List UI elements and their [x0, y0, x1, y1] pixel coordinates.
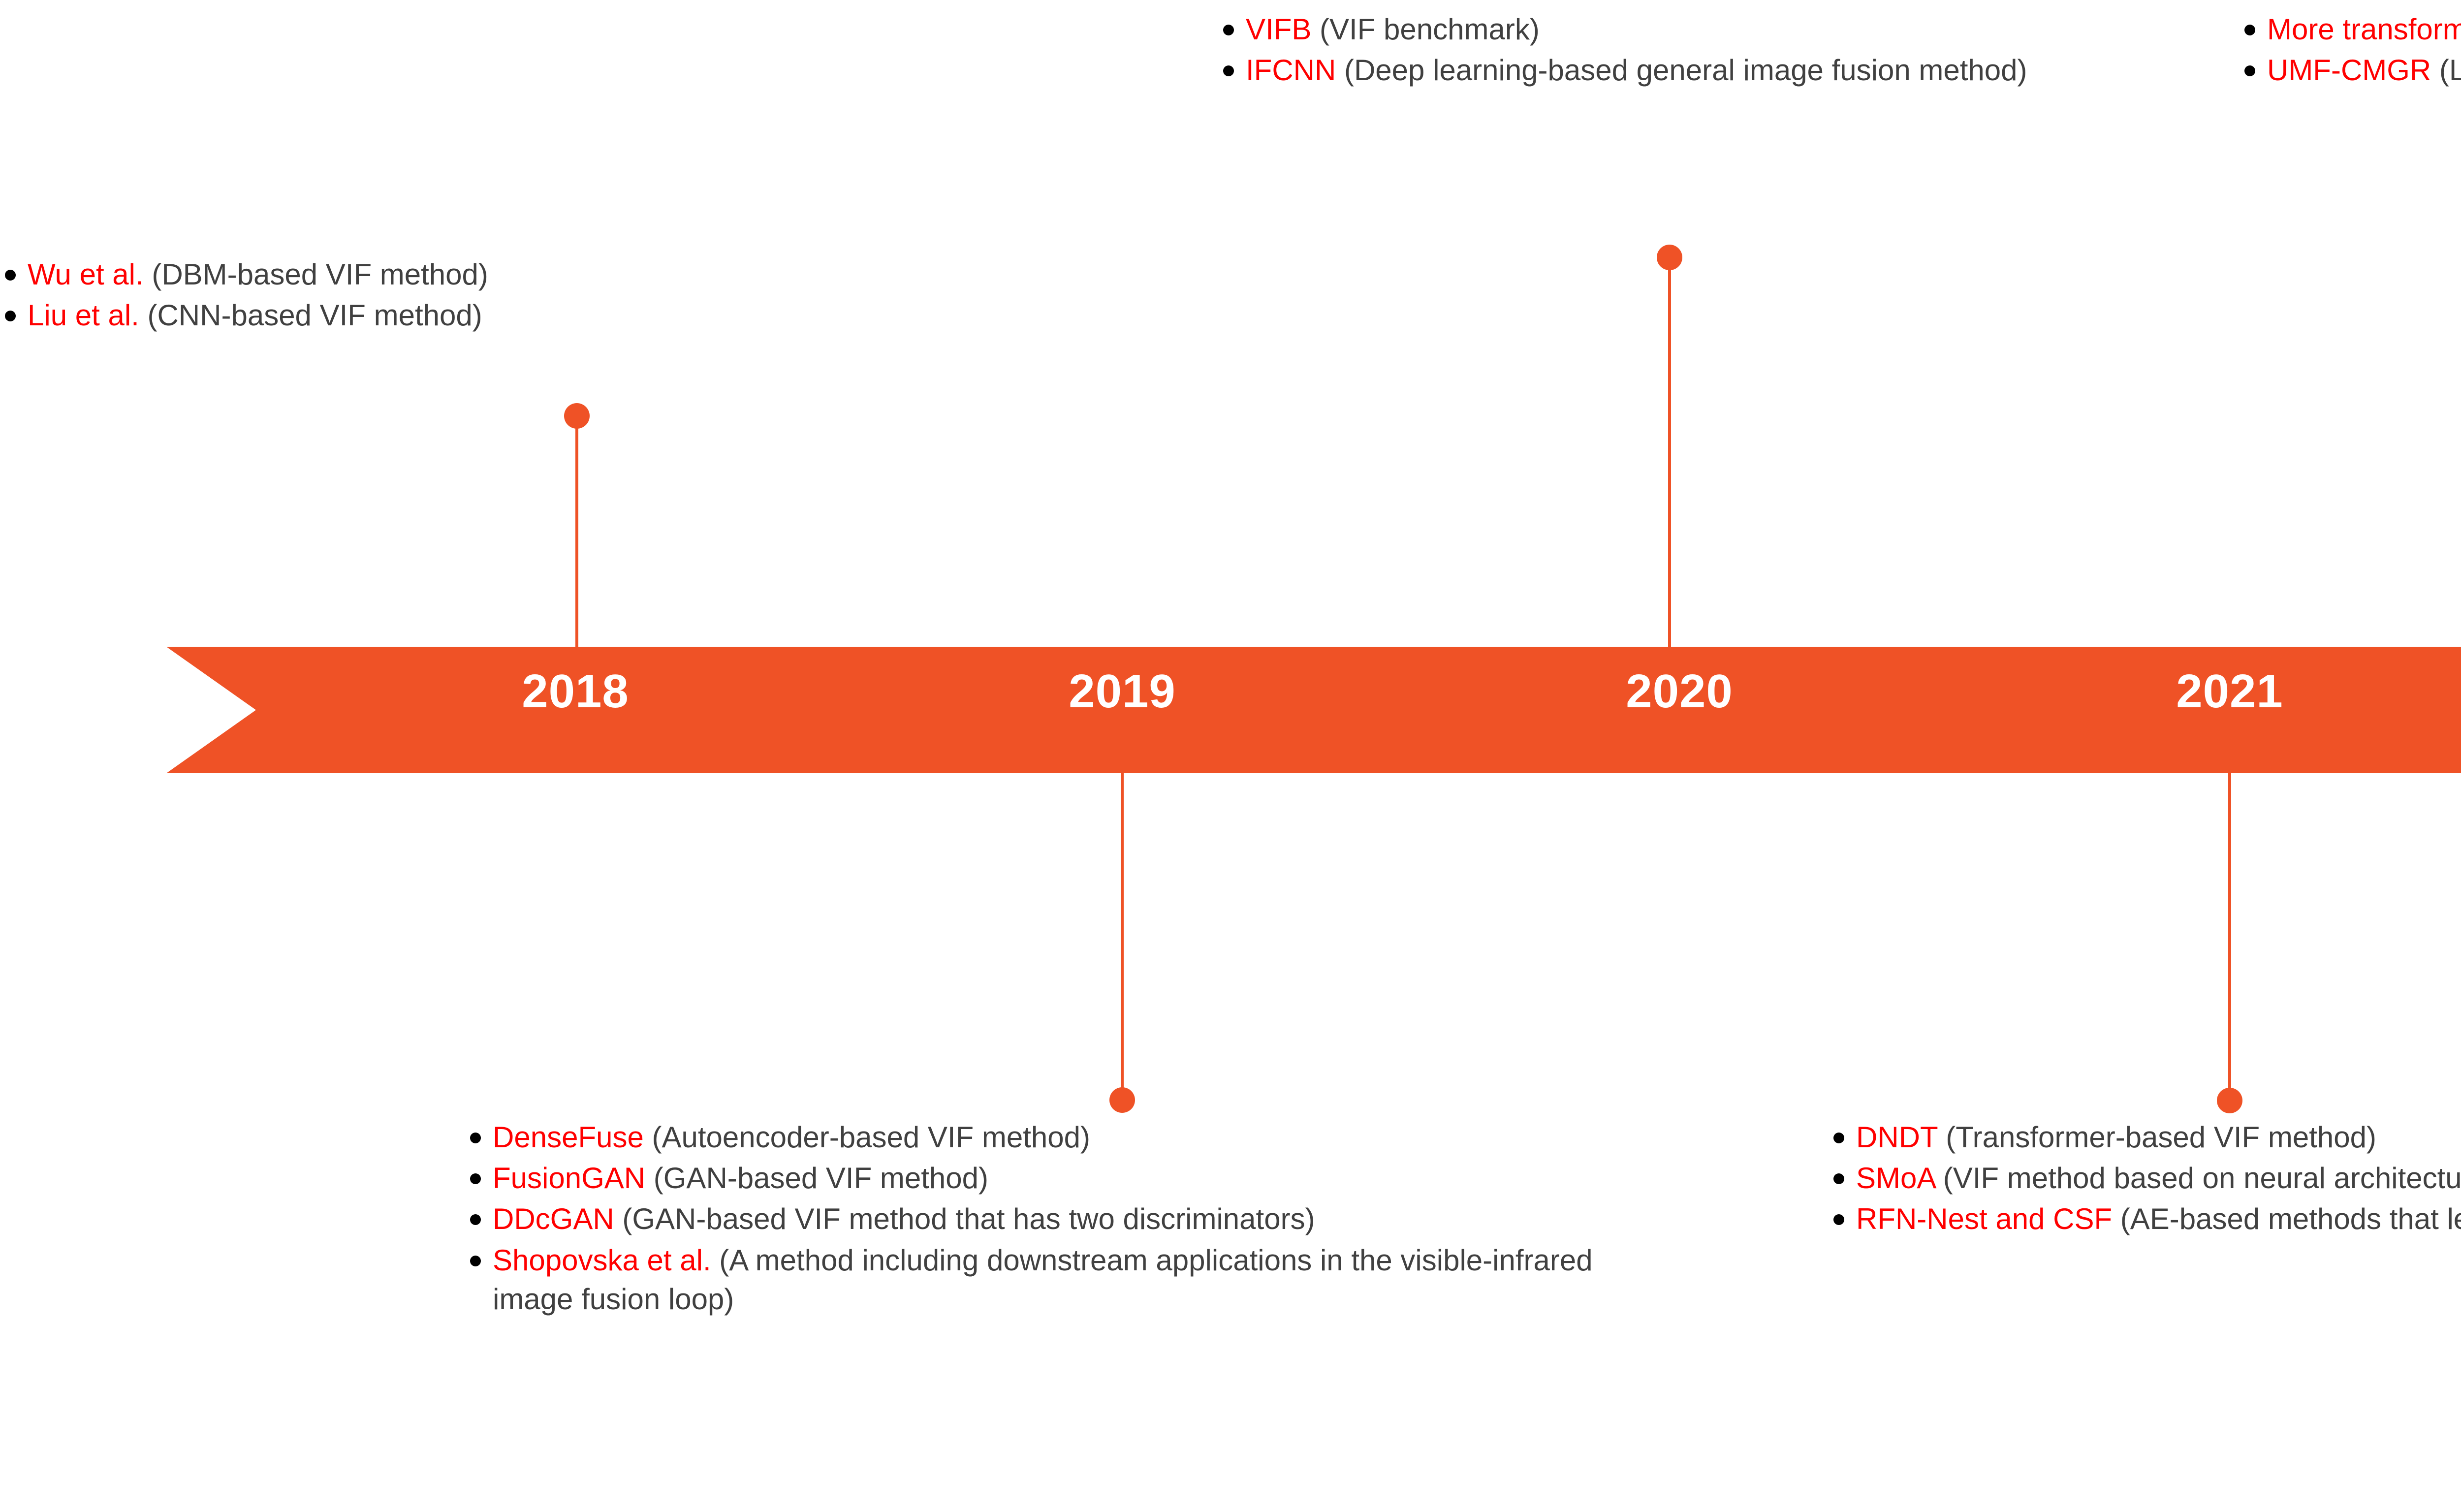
method-desc: (Learning registration and fusion togeth…: [2439, 54, 2461, 87]
method-name: UMF-CMGR: [2267, 54, 2431, 87]
method-desc: (VIF benchmark): [1311, 13, 1540, 46]
bullet-icon: [2244, 25, 2255, 35]
method-desc: (AE-based methods that learn fusion rule…: [2120, 1202, 2461, 1236]
method-desc: (Deep learning-based general image fusio…: [1336, 54, 2027, 87]
method-desc: (DBM-based VIF method): [143, 258, 488, 291]
list-item: Liu et al. (CNN-based VIF method): [5, 296, 586, 335]
method-desc: (VIF method based on neural architecture…: [1943, 1162, 2461, 1195]
bullet-icon: [470, 1173, 481, 1185]
bullet-icon: [5, 270, 16, 281]
note-block-2021: DNDT (Transformer-based VIF method) SMoA…: [1833, 1118, 2461, 1241]
method-name: IFCNN: [1246, 54, 1336, 87]
timeline-arrow-shape: [166, 647, 2461, 773]
method-name: More transformer-based VIF methods: [2267, 13, 2461, 46]
bullet-icon: [1223, 25, 1234, 35]
connector-dot-2019: [1109, 1087, 1135, 1113]
bullet-icon: [470, 1255, 481, 1266]
bullet-icon: [470, 1133, 481, 1143]
method-desc: (GAN-based VIF method that has two discr…: [614, 1202, 1315, 1236]
year-label-2021: 2021: [2176, 665, 2283, 718]
bullet-icon: [2244, 65, 2255, 77]
bullet-icon: [470, 1214, 481, 1226]
method-name: FusionGAN: [493, 1162, 646, 1195]
method-desc: (Autoencoder-based VIF method): [643, 1121, 1090, 1154]
list-item: Wu et al. (DBM-based VIF method): [5, 255, 586, 294]
list-item: VIFB (VIF benchmark): [1223, 10, 2124, 49]
list-item: UMF-CMGR (Learning registration and fusi…: [2244, 51, 2461, 90]
connector-line-2018: [575, 416, 578, 647]
year-label-2019: 2019: [1069, 665, 1176, 718]
note-block-2020: VIFB (VIF benchmark) IFCNN (Deep learnin…: [1223, 10, 2124, 92]
bullet-icon: [1833, 1214, 1844, 1226]
bullet-icon: [1223, 65, 1234, 77]
list-item: RFN-Nest and CSF (AE-based methods that …: [1833, 1199, 2461, 1238]
method-name: DNDT: [1856, 1121, 1938, 1154]
method-desc: (A method including downstream applicati…: [493, 1243, 1593, 1316]
method-name: RFN-Nest and CSF: [1856, 1202, 2113, 1236]
list-item: FusionGAN (GAN-based VIF method): [470, 1159, 1602, 1197]
connector-dot-2021: [2217, 1088, 2242, 1113]
list-item: DenseFuse (Autoencoder-based VIF method): [470, 1118, 1602, 1157]
list-item: Shopovska et al. (A method including dow…: [470, 1241, 1602, 1319]
note-block-2022: More transformer-based VIF methods (Swin…: [2244, 10, 2461, 92]
method-desc: (Transformer-based VIF method): [1937, 1121, 2376, 1154]
timeline-arrow-bar: [166, 647, 2461, 773]
method-name: Wu et al.: [28, 258, 144, 291]
method-name: VIFB: [1246, 13, 1312, 46]
method-name: SMoA: [1856, 1162, 1935, 1195]
method-desc: (CNN-based VIF method): [139, 299, 482, 332]
method-name: DDcGAN: [493, 1202, 614, 1236]
method-name: Liu et al.: [28, 299, 139, 332]
list-item: DNDT (Transformer-based VIF method): [1833, 1118, 2461, 1157]
method-desc: (GAN-based VIF method): [645, 1162, 989, 1195]
list-item: DDcGAN (GAN-based VIF method that has tw…: [470, 1199, 1602, 1238]
connector-line-2019: [1121, 773, 1124, 1100]
note-block-2019: DenseFuse (Autoencoder-based VIF method)…: [470, 1118, 1602, 1321]
bullet-icon: [1833, 1133, 1844, 1143]
year-label-2018: 2018: [522, 665, 629, 718]
method-name: Shopovska et al.: [493, 1243, 711, 1277]
note-block-2018: Wu et al. (DBM-based VIF method) Liu et …: [5, 255, 586, 337]
method-name: DenseFuse: [493, 1121, 644, 1154]
year-label-2020: 2020: [1626, 665, 1733, 718]
bullet-icon: [5, 311, 16, 322]
connector-line-2020: [1668, 257, 1671, 647]
connector-line-2021: [2228, 773, 2231, 1101]
list-item: SMoA (VIF method based on neural archite…: [1833, 1159, 2461, 1197]
list-item: More transformer-based VIF methods (Swin…: [2244, 10, 2461, 49]
bullet-icon: [1833, 1173, 1844, 1185]
list-item: IFCNN (Deep learning-based general image…: [1223, 51, 2124, 90]
